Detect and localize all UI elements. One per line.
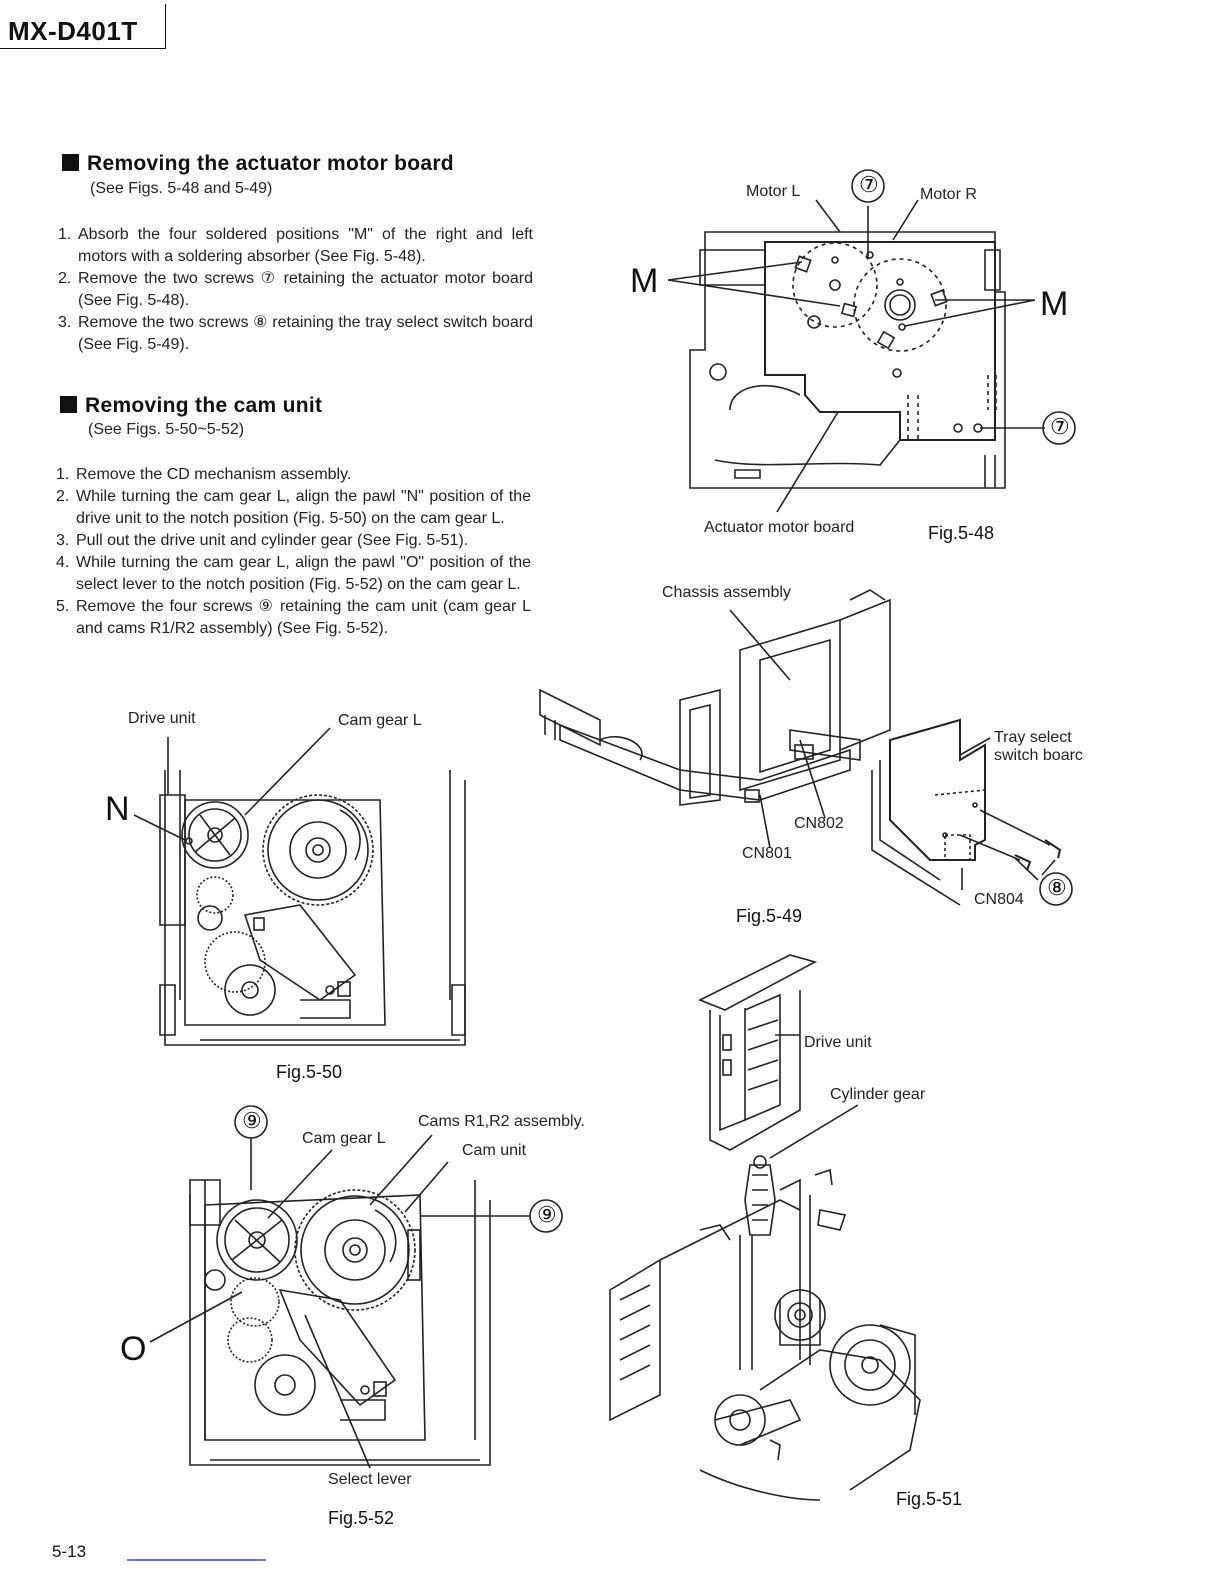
label-cam-gear-l-52: Cam gear L [302,1130,386,1147]
callout-screw-7-top: ⑦ [859,172,879,197]
caption-fig-5-51: Fig.5-51 [896,1489,963,1509]
step-text: Remove the CD mechanism assembly. [76,466,352,483]
callout-screw-9-top: ⑨ [242,1108,262,1133]
step-number: 5. [56,598,70,615]
label-cn801: CN801 [742,845,792,862]
label-motor-r: Motor R [920,186,977,203]
section-subtitle-cam-unit: (See Figs. 5-50~5-52) [88,421,245,438]
step-number: 2. [56,488,70,505]
section-title-cam-unit: Removing the cam unit [60,394,322,418]
label-tray-select-1: Tray select [994,729,1072,746]
step-text: Pull out the drive unit and cylinder gea… [76,532,469,549]
label-actuator-motor-board: Actuator motor board [704,519,855,536]
marker-o: O [120,1330,147,1368]
step-item: 3. Remove the two screws ⑧ retaining the … [58,312,533,356]
step-item: 4. While turning the cam gear L, align th… [56,552,531,596]
label-cams-r1-r2: Cams R1,R2 assembly. [418,1113,585,1130]
fig50-drawing [133,727,466,1046]
step-text: Remove the four screws ⑨ retaining the c… [76,598,531,637]
label-drive-unit-51: Drive unit [804,1034,872,1051]
section-title-actuator: Removing the actuator motor board [62,152,454,176]
caption-fig-5-52: Fig.5-52 [328,1508,395,1528]
label-motor-l: Motor L [746,183,801,200]
step-number: 3. [56,532,70,549]
step-text: Absorb the four soldered positions "M" o… [78,226,533,265]
step-text: While turning the cam gear L, align the … [76,554,531,593]
step-text: While turning the cam gear L, align the … [76,488,531,527]
callout-screw-9-right: ⑨ [537,1202,557,1227]
step-item: 5. Remove the four screws ⑨ retaining the… [56,596,531,640]
marker-n: N [105,790,130,828]
step-number: 3. [58,314,72,331]
label-cylinder-gear: Cylinder gear [830,1086,926,1103]
page-number: 5-13 [52,1542,87,1561]
label-drive-unit: Drive unit [128,710,196,727]
caption-fig-5-48: Fig.5-48 [928,523,995,543]
label-chassis-assembly: Chassis assembly [662,584,791,601]
label-tray-select-2: switch boarc [994,747,1083,764]
step-item: 2. While turning the cam gear L, align th… [56,486,531,530]
fig51-drawing [609,954,921,1501]
step-text: Remove the two screws ⑦ retaining the ac… [78,270,533,309]
model-number: MX-D401T [8,16,138,46]
model-header: MX-D401T [0,4,166,49]
label-select-lever: Select lever [328,1471,412,1488]
label-cn804: CN804 [974,891,1024,908]
step-number: 1. [58,226,72,243]
step-number: 1. [56,466,70,483]
steps-actuator: 1. Absorb the four soldered positions "M"… [58,224,533,356]
step-number: 4. [56,554,70,571]
steps-cam-unit: 1. Remove the CD mechanism assembly. 2. Whi… [56,464,531,640]
caption-fig-5-49: Fig.5-49 [736,906,803,926]
bullet-square-icon [62,154,79,171]
marker-m-left: M [630,262,659,300]
fig49-drawing [539,589,1073,906]
label-cam-unit: Cam unit [462,1142,527,1159]
label-cn802: CN802 [794,815,844,832]
callout-screw-7-bottom: ⑦ [1050,414,1070,439]
label-cam-gear-l: Cam gear L [338,712,422,729]
fig52-drawing [149,1105,563,1469]
step-item: 1. Remove the CD mechanism assembly. [56,464,531,486]
step-item: 3. Pull out the drive unit and cylinder g… [56,530,531,552]
callout-screw-8: ⑧ [1047,875,1067,900]
bullet-square-icon [60,396,77,413]
section-subtitle-actuator: (See Figs. 5-48 and 5-49) [90,180,273,197]
fig48-drawing [667,169,1076,513]
marker-m-right: M [1040,285,1069,323]
step-text: Remove the two screws ⑧ retaining the tr… [78,314,533,353]
step-item: 2. Remove the two screws ⑦ retaining the … [58,268,533,312]
step-item: 1. Absorb the four soldered positions "M"… [58,224,533,268]
step-number: 2. [58,270,72,287]
caption-fig-5-50: Fig.5-50 [276,1062,343,1082]
